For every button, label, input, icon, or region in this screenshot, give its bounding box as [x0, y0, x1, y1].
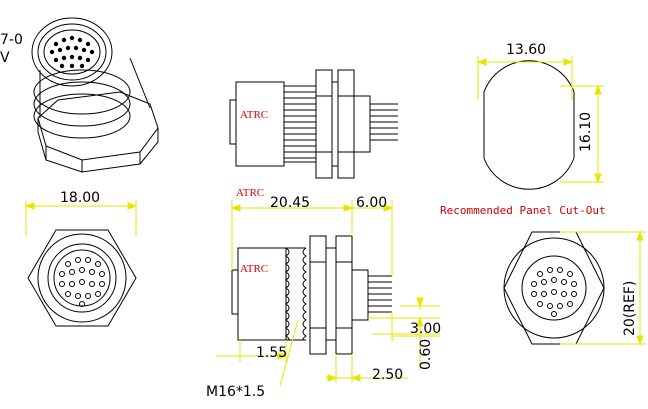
dim-cutout-width: 13.60 — [506, 42, 546, 58]
dim-hex-width: 18.00 — [60, 190, 100, 206]
dim-hex-across-corners: 20(REF) — [622, 281, 638, 336]
dim-body-length: 20.45 — [270, 195, 310, 211]
side-pins-bottom — [368, 275, 392, 313]
side-view-dimensions — [216, 200, 440, 387]
isometric-view — [31, 17, 159, 173]
dim-pin-diameter: 0.60 — [418, 339, 434, 370]
panel-cutout-view — [476, 56, 604, 190]
dim-cutout-height: 16.10 — [578, 112, 594, 152]
iso-pins — [49, 35, 95, 69]
corner-text-1: 7-0 — [0, 32, 23, 48]
rear-view-right — [503, 230, 646, 346]
side-view-top — [229, 69, 398, 179]
brand-label-mid: ATRC — [236, 187, 264, 199]
thread-lines-top — [284, 91, 316, 159]
dim-nut-thickness: 2.50 — [372, 367, 403, 383]
front-pins-left — [59, 257, 105, 307]
rear-pins — [531, 267, 577, 317]
dim-thread: M16*1.5 — [206, 384, 265, 400]
corner-text-2: V — [0, 50, 10, 66]
dim-pin-length: 6.00 — [356, 195, 387, 211]
dim-thread-start: 1.55 — [256, 345, 287, 361]
note-panel-cutout: Recommended Panel Cut-Out — [440, 204, 606, 217]
brand-label-top: ATRC — [240, 109, 268, 121]
side-pins-top — [370, 103, 398, 141]
front-view-left — [24, 200, 138, 327]
dim-pin-offset: 3.00 — [410, 321, 441, 337]
side-view-bottom — [231, 235, 392, 355]
brand-label-bottom: ATRC — [240, 263, 268, 275]
